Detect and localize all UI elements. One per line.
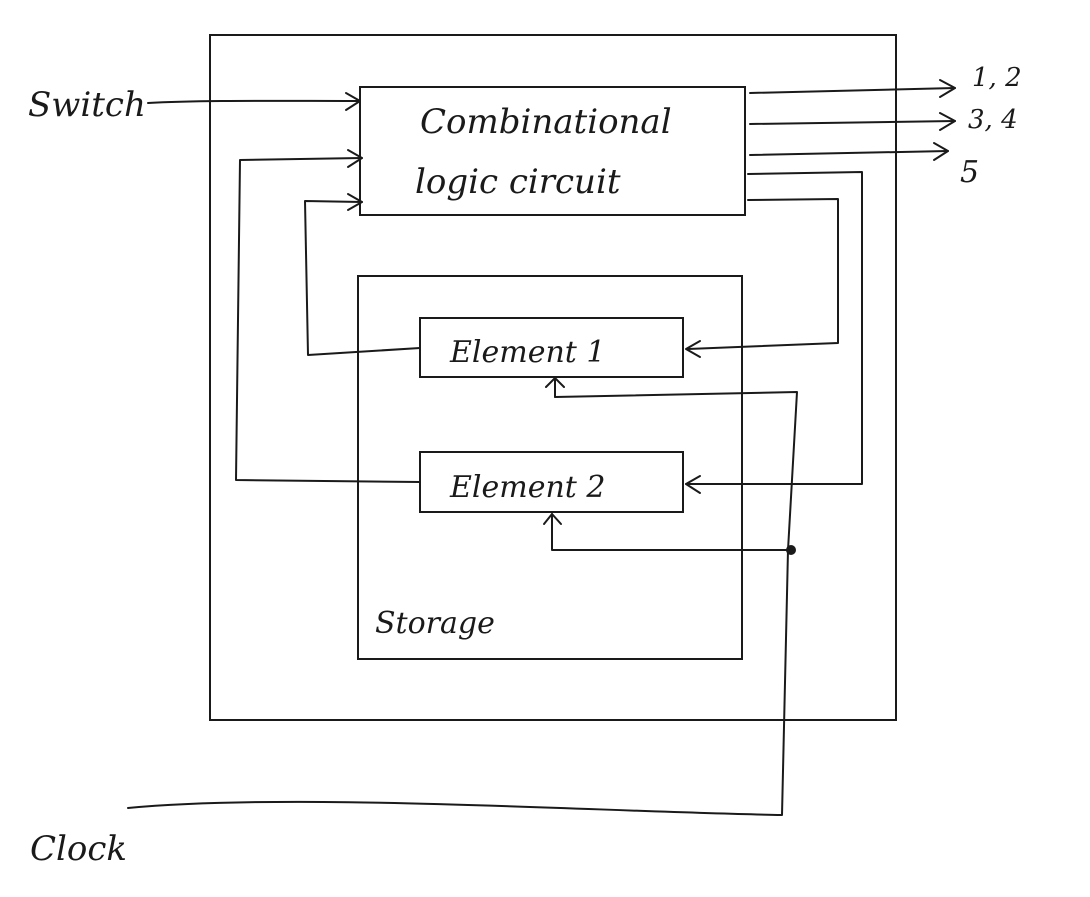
combinational-label-line1: Combinational xyxy=(420,102,672,142)
feedback-1-arrowhead xyxy=(347,193,363,211)
output-wire-2 xyxy=(749,120,956,125)
logic-to-element-2-wire xyxy=(685,171,863,485)
storage-label: Storage xyxy=(375,606,495,641)
output-label-1-2: 1, 2 xyxy=(972,63,1022,93)
output-arrowhead-1 xyxy=(939,79,956,98)
element-2-label: Element 2 xyxy=(449,470,605,505)
element-1-input-arrowhead xyxy=(685,340,701,358)
clock-label: Clock xyxy=(30,829,127,869)
element-2-clock-arrowhead xyxy=(543,513,562,525)
feedback-2-arrowhead xyxy=(347,149,363,168)
output-wire-3 xyxy=(749,150,949,156)
clock-wire xyxy=(127,391,798,816)
switch-label: Switch xyxy=(28,85,146,125)
output-arrowhead-2 xyxy=(939,112,956,131)
combinational-logic-box xyxy=(359,86,746,216)
switch-arrowhead xyxy=(345,92,361,111)
element-2-feedback-wire xyxy=(235,157,421,483)
element-1-feedback-wire xyxy=(304,200,421,356)
output-label-5: 5 xyxy=(960,155,979,190)
switch-wire xyxy=(147,99,361,104)
storage-box xyxy=(357,275,743,660)
element-2-input-arrowhead xyxy=(685,475,701,494)
output-wire-1 xyxy=(749,87,956,94)
element-1-label: Element 1 xyxy=(449,335,605,370)
system-box xyxy=(209,34,897,721)
output-label-3-4: 3, 4 xyxy=(968,105,1018,135)
element-2-clock-wire xyxy=(551,513,792,551)
clock-junction-dot xyxy=(786,545,796,555)
logic-to-element-1-wire xyxy=(687,198,839,350)
combinational-label-line2: logic circuit xyxy=(415,162,621,202)
output-arrowhead-3 xyxy=(933,142,949,161)
